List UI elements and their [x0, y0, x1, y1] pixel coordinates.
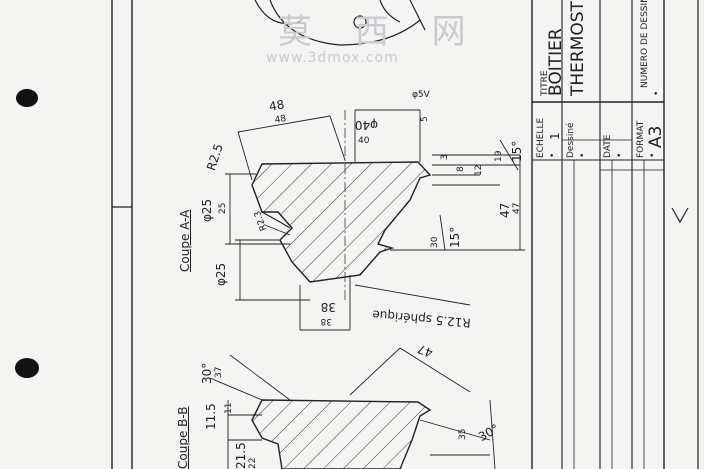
titre-line2: THERMOST — [568, 1, 588, 96]
section-aa-dimensions — [225, 109, 525, 331]
dim-11: 11 — [224, 402, 234, 414]
punch-hole-bottom — [15, 358, 39, 378]
dim-37: 37 — [214, 366, 224, 378]
dim-48-tol: 48 — [274, 114, 288, 126]
punch-hole-top — [16, 89, 38, 107]
dim-22: 22 — [248, 457, 258, 469]
dim-phi5: φ5V — [412, 90, 430, 100]
dim-30-c: 30° — [200, 362, 214, 384]
top-view-fragment — [254, 0, 426, 46]
echelle-label: ECHELLE — [536, 117, 546, 158]
format-bullet: • — [648, 152, 658, 158]
numero-bullet: • — [652, 90, 662, 96]
title-block-grid — [531, 0, 664, 469]
revision-mark — [671, 207, 689, 224]
dessine-label: Dessiné — [566, 122, 576, 158]
section-bb-label: Coupe B-B — [176, 406, 190, 469]
format-value: A3 — [646, 125, 666, 148]
dim-30a: 30 — [430, 236, 440, 248]
dim-phi40: φ40 — [354, 118, 378, 132]
dim-12: 12 — [474, 164, 484, 176]
dim-phi25-a-tol: 25 — [218, 202, 228, 214]
dim-215: 21.5 — [234, 442, 248, 469]
date-bullet: • — [615, 152, 625, 158]
numero-label: NUMERO DE DESSIN — [640, 0, 650, 88]
dim-47-tol: 47 — [512, 202, 522, 214]
echelle-value: 1 — [548, 132, 562, 140]
section-aa-body — [251, 161, 432, 283]
dim-3: 3 — [440, 154, 450, 160]
dim-8: 8 — [456, 166, 466, 172]
dim-phi25-b: φ25 — [214, 262, 228, 286]
date-label: DATE — [603, 134, 613, 158]
dim-38: 38 — [320, 300, 336, 314]
section-aa-bore — [261, 211, 291, 229]
dim-phi5-tol: 5 — [420, 116, 430, 122]
section-bb-dimensions — [209, 347, 496, 469]
format-label: FORMAT — [636, 120, 646, 158]
dim-115: 11.5 — [204, 403, 218, 430]
dim-48: 48 — [268, 97, 286, 114]
dim-15b: 15° — [448, 226, 462, 248]
dessine-bullet: • — [578, 152, 588, 158]
echelle-bullet: • — [548, 152, 558, 158]
section-aa-label: Coupe A-A — [178, 209, 192, 272]
section-bb-body — [251, 399, 432, 469]
dim-38-tol: 38 — [320, 316, 332, 326]
titre-line1: BOITIER — [546, 28, 566, 96]
dim-47: 47 — [498, 202, 512, 218]
dim-phi25-a: φ25 — [200, 198, 214, 222]
dim-35: 35 — [458, 428, 468, 440]
dim-phi40-tol: 40 — [358, 136, 370, 146]
dim-15a: 15° — [510, 140, 524, 162]
dim-19: 19 — [494, 150, 504, 162]
